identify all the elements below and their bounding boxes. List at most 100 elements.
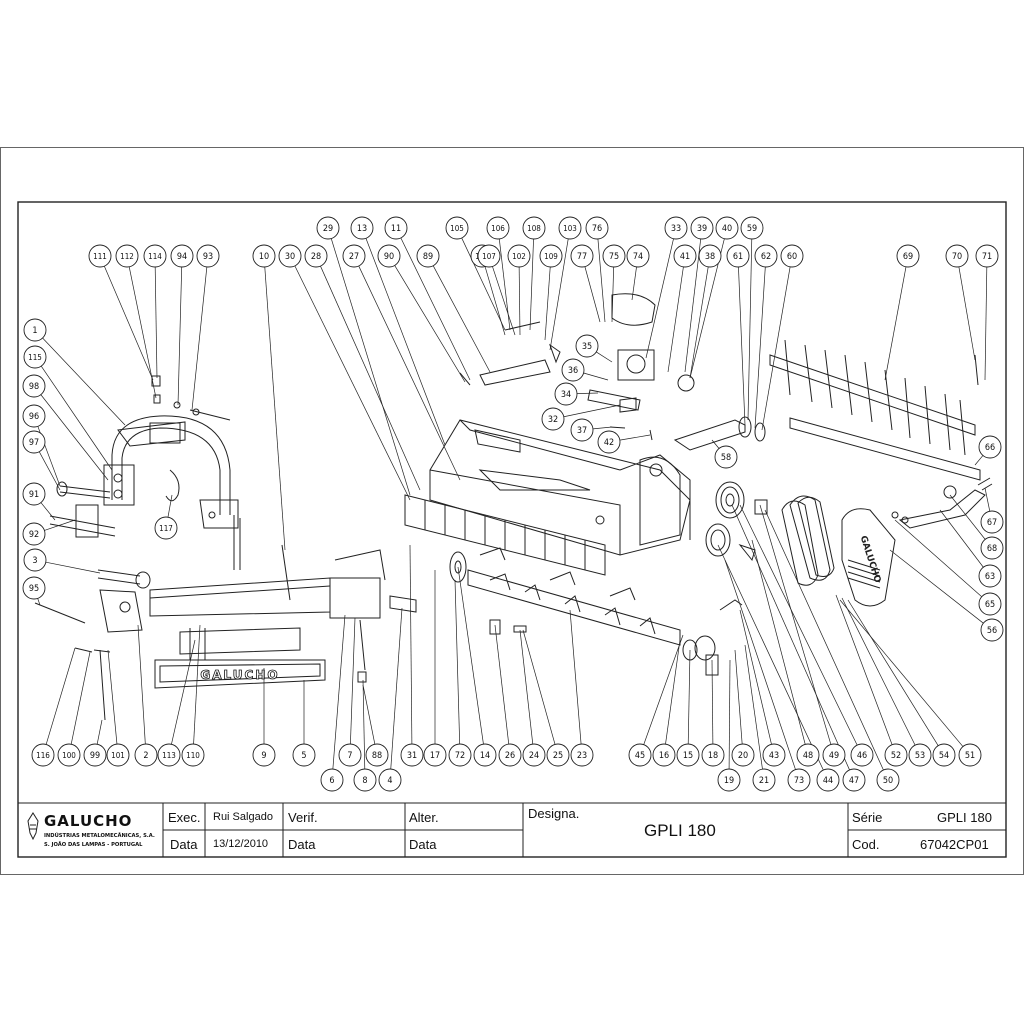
callout-bubble bbox=[350, 216, 374, 240]
callout-number: 43 bbox=[769, 751, 779, 761]
callout-bubble bbox=[473, 743, 497, 767]
hydraulic-cylinder bbox=[179, 627, 301, 655]
callout-leader-97 bbox=[38, 451, 61, 491]
callout-bubble bbox=[378, 768, 402, 792]
callout-107: 107 bbox=[477, 244, 501, 268]
callout-bubble bbox=[884, 743, 908, 767]
callout-number: 116 bbox=[36, 751, 50, 760]
callout-number: 25 bbox=[553, 751, 563, 761]
callout-leader-98 bbox=[40, 394, 109, 481]
callout-number: 67 bbox=[987, 518, 997, 528]
callout-number: 89 bbox=[423, 252, 433, 262]
callout-108: 108 bbox=[522, 216, 546, 240]
callout-leader-104 bbox=[484, 266, 506, 336]
tension-arm-58 bbox=[673, 419, 746, 451]
callout-leader-88 bbox=[362, 684, 376, 745]
callout-bubble bbox=[932, 743, 956, 767]
callout-66: 66 bbox=[978, 435, 1002, 459]
callout-23: 23 bbox=[570, 743, 594, 767]
callout-number: 24 bbox=[529, 751, 539, 761]
callout-bubble bbox=[726, 244, 750, 268]
roller-66 bbox=[789, 417, 981, 481]
callout-leader-92 bbox=[44, 519, 76, 531]
callout-bubble bbox=[850, 743, 874, 767]
callout-bubble bbox=[154, 516, 178, 540]
pin-3 bbox=[97, 569, 141, 585]
callout-number: 32 bbox=[548, 415, 558, 425]
nut-112 bbox=[153, 394, 161, 404]
callout-bubble bbox=[575, 334, 599, 358]
callout-leader-95 bbox=[37, 598, 41, 606]
belt-cover-56 bbox=[841, 508, 896, 607]
verif-date-label: Data bbox=[288, 837, 316, 852]
callout-bubble bbox=[416, 244, 440, 268]
callout-bubble bbox=[320, 768, 344, 792]
hook-pin bbox=[165, 469, 180, 502]
callout-bubble bbox=[498, 743, 522, 767]
alter-label: Alter. bbox=[409, 810, 439, 825]
callout-4: 4 bbox=[378, 768, 402, 792]
hitch-arch bbox=[103, 415, 241, 570]
callout-bubble bbox=[22, 522, 46, 546]
callout-number: 75 bbox=[609, 252, 619, 262]
callout-leader-21 bbox=[744, 644, 763, 770]
callout-number: 113 bbox=[162, 751, 176, 760]
callout-13: 13 bbox=[350, 216, 374, 240]
rod-95 bbox=[34, 602, 86, 624]
callout-leader-1 bbox=[42, 337, 126, 426]
callout-number: 50 bbox=[883, 776, 893, 786]
callout-leader-112 bbox=[128, 266, 157, 399]
callout-leader-115 bbox=[40, 365, 113, 471]
callout-bubble bbox=[143, 244, 167, 268]
callout-bubble bbox=[353, 768, 377, 792]
callout-bubble bbox=[717, 768, 741, 792]
callout-47: 47 bbox=[842, 768, 866, 792]
callout-8: 8 bbox=[353, 768, 377, 792]
callout-leader-74 bbox=[631, 266, 637, 301]
callout-bubble bbox=[978, 592, 1002, 616]
callout-44: 44 bbox=[816, 768, 840, 792]
rotor-shaft bbox=[449, 547, 716, 661]
callout-leader-59 bbox=[747, 238, 753, 421]
callout-leader-25 bbox=[522, 629, 556, 745]
callout-number: 36 bbox=[568, 366, 578, 376]
callout-bubble bbox=[664, 216, 688, 240]
callout-19: 19 bbox=[717, 768, 741, 792]
callout-number: 38 bbox=[705, 252, 715, 262]
callout-29: 29 bbox=[316, 216, 340, 240]
callout-leader-66 bbox=[974, 455, 984, 466]
callout-number: 33 bbox=[671, 224, 681, 234]
callout-number: 44 bbox=[823, 776, 833, 786]
callout-bubble bbox=[88, 244, 112, 268]
callout-leader-41 bbox=[667, 266, 684, 373]
callout-leader-45 bbox=[643, 634, 684, 745]
callout-60: 60 bbox=[780, 244, 804, 268]
callout-bubble bbox=[384, 216, 408, 240]
callout-bubble bbox=[980, 510, 1004, 534]
callout-leader-34 bbox=[576, 392, 599, 395]
callout-76: 76 bbox=[585, 216, 609, 240]
serie-label: Série bbox=[852, 810, 883, 825]
callout-bubble bbox=[570, 244, 594, 268]
callout-5: 5 bbox=[292, 743, 316, 767]
callout-number: 72 bbox=[455, 751, 465, 761]
callout-bubble bbox=[134, 743, 158, 767]
callout-bubble bbox=[448, 743, 472, 767]
callout-number: 48 bbox=[803, 751, 813, 761]
callout-bubble bbox=[698, 244, 722, 268]
bearing-50 bbox=[754, 499, 768, 515]
callout-leader-36 bbox=[583, 372, 609, 381]
callout-leader-58 bbox=[711, 439, 720, 449]
callout-leader-10 bbox=[264, 266, 286, 551]
callout-number: 56 bbox=[987, 626, 997, 636]
callout-110: 110 bbox=[181, 743, 205, 767]
title-block: GALUCHO INDÚSTRIAS METALOMECÂNICAS, S.A.… bbox=[18, 803, 1006, 857]
rear-rake-69 bbox=[769, 339, 976, 456]
callout-leader-101 bbox=[107, 649, 118, 745]
callout-bubble bbox=[731, 743, 755, 767]
callout-114: 114 bbox=[143, 244, 167, 268]
callout-number: 68 bbox=[987, 544, 997, 554]
callout-number: 37 bbox=[577, 426, 587, 436]
callout-leader-31 bbox=[409, 544, 413, 745]
callout-number: 63 bbox=[985, 572, 995, 582]
